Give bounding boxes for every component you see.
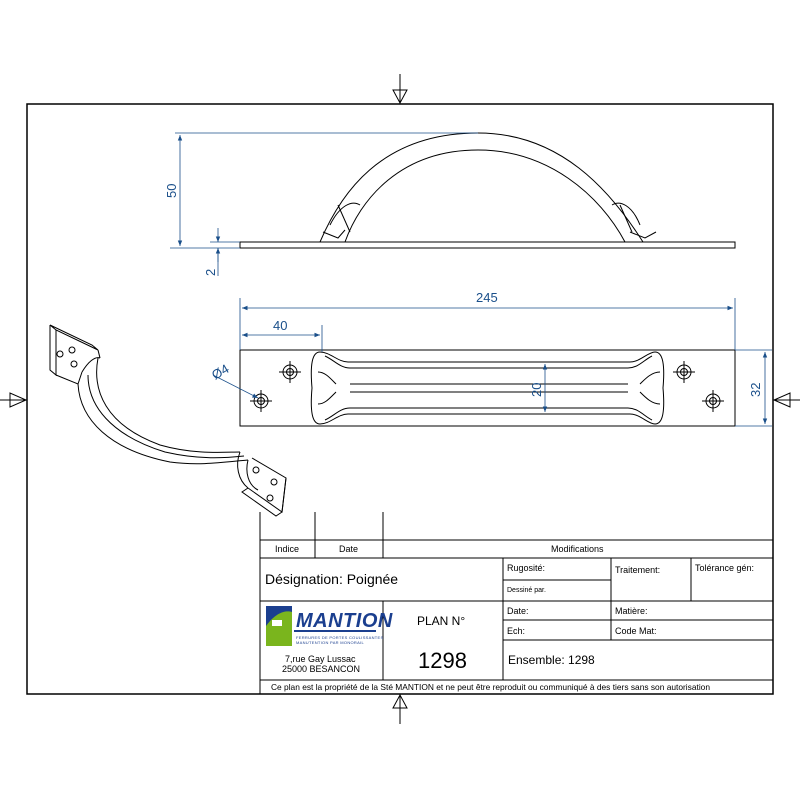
tolerance-label: Tolérance gén: (695, 563, 755, 573)
designation: Désignation: Poignée (265, 571, 399, 587)
header-index: Indice (275, 544, 300, 554)
company-tagline-2: MANUTENTION PAR MONORAIL (296, 640, 365, 645)
centering-marks (0, 74, 800, 724)
ownership-notice: Ce plan est la propriété de la Sté MANTI… (271, 682, 710, 692)
traitement-label: Traitement: (615, 565, 661, 575)
company-address-1: 7,rue Gay Lussac (285, 654, 356, 664)
ensemble: Ensemble: 1298 (508, 653, 595, 667)
plan-number: 1298 (418, 648, 467, 673)
code-mat-label: Code Mat: (615, 626, 657, 636)
dim-length: 245 (476, 290, 498, 305)
isometric-view (49, 324, 287, 517)
dim-height: 50 (164, 184, 179, 198)
dim-hole-diameter: Ø4 (209, 361, 232, 383)
front-view-dimensions (170, 132, 478, 276)
title-block (259, 512, 774, 695)
drawing-frame (26, 103, 774, 695)
logo-mark (266, 606, 376, 646)
date-label: Date: (507, 606, 529, 616)
front-view (239, 132, 736, 249)
ech-label: Ech: (507, 626, 526, 636)
dim-plate-width: 32 (748, 383, 763, 397)
company-address-2: 25000 BESANCON (282, 664, 361, 674)
company-logo-name: MANTION (296, 610, 393, 632)
top-view (239, 349, 736, 427)
mounting-holes (250, 361, 724, 412)
header-date: Date (339, 544, 359, 554)
plan-label: PLAN N° (417, 614, 466, 628)
rugosite-label: Rugosité: (507, 563, 546, 573)
top-view-dimensions (212, 298, 772, 427)
dim-thickness: 2 (203, 269, 218, 276)
dim-hole-offset: 40 (273, 318, 287, 333)
header-modifications: Modifications (551, 544, 604, 554)
dessine-par-label: Dessiné par. (507, 587, 546, 594)
dim-grip-width: 20 (529, 383, 544, 397)
matiere-label: Matière: (615, 606, 648, 616)
company-tagline-1: FERRURES DE PORTES COULISSANTES (296, 635, 384, 640)
